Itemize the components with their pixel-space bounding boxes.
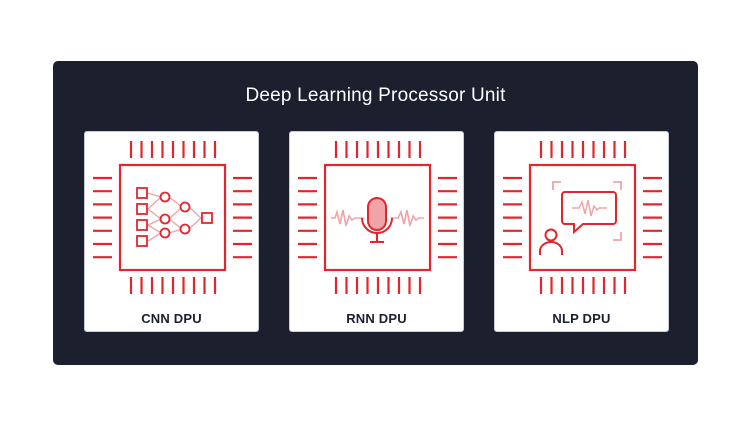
card-label: NLP DPU	[552, 311, 611, 326]
nlp-dpu-card: NLP DPU	[494, 131, 669, 332]
panel-title: Deep Learning Processor Unit	[245, 85, 506, 106]
cnn-dpu-card: CNN DPU	[84, 131, 259, 332]
nlp-chip-icon	[503, 141, 662, 294]
neural-network-icon	[136, 187, 213, 247]
dpu-panel: Deep Learning Processor Unit	[53, 61, 698, 365]
cnn-chip-icon	[93, 141, 252, 294]
microphone-waveform-icon	[331, 197, 424, 243]
speech-bubble-person-icon	[539, 181, 622, 255]
card-label: CNN DPU	[141, 311, 202, 326]
rnn-dpu-card: RNN DPU	[289, 131, 464, 332]
rnn-chip-icon	[298, 141, 457, 294]
card-label: RNN DPU	[346, 311, 407, 326]
